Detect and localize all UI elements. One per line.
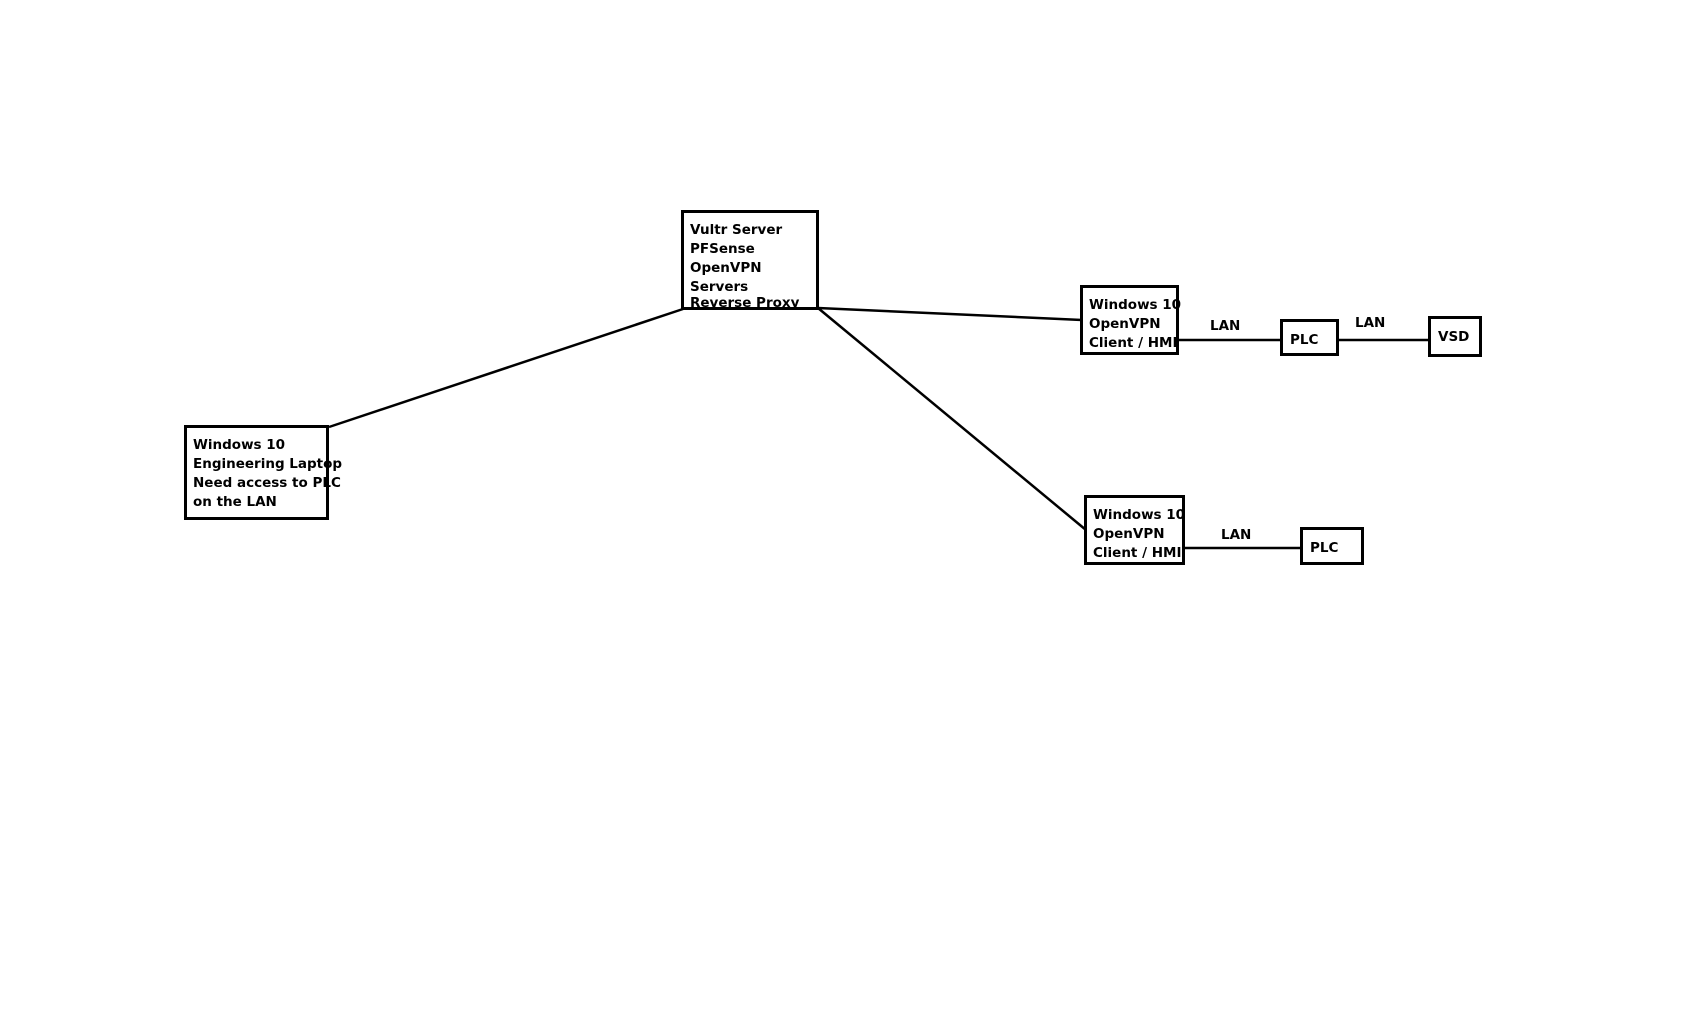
lan-label-hmi1-plc1: LAN — [1210, 318, 1241, 334]
node-label-line: Windows 10 — [193, 437, 286, 453]
lan-label-plc1-vsd: LAN — [1355, 315, 1386, 331]
node-label-line: Need access to PLC — [193, 475, 341, 491]
node-label-line: OpenVPN — [1089, 316, 1161, 332]
plc-node-2: PLC — [1300, 527, 1364, 565]
lan-label-hmi2-plc2: LAN — [1221, 527, 1252, 543]
vultr-server-node: Vultr Server PFSense OpenVPN Servers Rev… — [681, 210, 819, 310]
node-label-line: PLC — [1310, 540, 1339, 556]
engineering-laptop-node: Windows 10 Engineering Laptop Need acces… — [184, 425, 343, 520]
node-label-line: OpenVPN — [690, 260, 762, 276]
node-label-line: Windows 10 — [1093, 507, 1186, 523]
node-label-line: Windows 10 — [1089, 297, 1182, 313]
link-vultr-to-hmi1 — [817, 306, 1083, 322]
node-label-line: PLC — [1290, 332, 1319, 348]
node-label-line: PFSense — [690, 241, 755, 257]
node-label-line: OpenVPN — [1093, 526, 1165, 542]
plc-node-1: PLC — [1280, 319, 1339, 356]
node-label-line: Reverse Proxy — [690, 295, 800, 311]
node-label-line: Client / HMI — [1089, 335, 1178, 351]
hmi-client-node-2: Windows 10 OpenVPN Client / HMI — [1084, 495, 1185, 565]
link-laptop-to-vultr — [328, 307, 684, 429]
link-vultr-to-hmi2 — [817, 307, 1087, 531]
node-label-line: Servers — [690, 279, 749, 295]
node-label-line: on the LAN — [193, 494, 277, 510]
node-label-line: Vultr Server — [690, 222, 783, 238]
node-label-line: Client / HMI — [1093, 545, 1182, 561]
hmi-client-node-1: Windows 10 OpenVPN Client / HMI — [1080, 285, 1182, 355]
node-label-line: Engineering Laptop — [193, 456, 343, 472]
vsd-node: VSD — [1428, 316, 1482, 357]
node-label-line: VSD — [1438, 329, 1470, 345]
